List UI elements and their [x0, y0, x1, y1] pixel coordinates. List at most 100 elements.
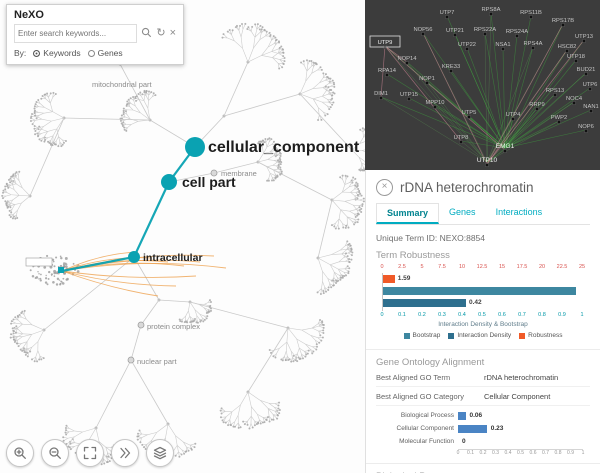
network-node[interactable] [445, 15, 449, 19]
network-node-label: BUD21 [577, 67, 596, 73]
layers-button[interactable] [146, 439, 174, 467]
alignment-section-label: Gene Ontology Alignment [376, 357, 485, 368]
network-node-label: RPS17B [552, 18, 574, 24]
axis-tick: 10 [458, 264, 466, 270]
network-node[interactable] [459, 140, 463, 144]
network-node[interactable] [553, 93, 557, 97]
network-node[interactable] [584, 129, 588, 133]
tab-summary[interactable]: Summary [376, 203, 440, 224]
network-node[interactable] [485, 163, 489, 167]
network-node[interactable] [561, 23, 565, 27]
refresh-icon[interactable]: ↻ [156, 27, 166, 39]
axis-tick: 25 [578, 264, 586, 270]
network-node[interactable] [584, 72, 588, 76]
tab-genes[interactable]: Genes [449, 207, 476, 217]
network-node[interactable] [503, 149, 507, 153]
network-node[interactable] [453, 33, 457, 37]
network-node-label: RPS22A [474, 27, 496, 33]
zoom-in-button[interactable] [6, 439, 34, 467]
network-node[interactable] [511, 117, 515, 121]
tree-node[interactable] [185, 137, 205, 157]
tree-label: protein complex [147, 322, 200, 331]
network-node[interactable] [449, 69, 453, 73]
alignment-row-value: rDNA heterochromatin [484, 373, 559, 382]
network-node-label: NOP56 [413, 27, 432, 33]
network-node[interactable] [582, 39, 586, 43]
bar [382, 275, 395, 283]
tree-label: intracellular [143, 252, 203, 264]
term-id-label: Unique Term ID: [376, 233, 438, 243]
network-node[interactable] [589, 109, 593, 113]
axis-tick: 0.5 [478, 312, 486, 318]
network-node[interactable] [574, 59, 578, 63]
network-node[interactable] [588, 87, 592, 91]
network-node[interactable] [515, 34, 519, 38]
network-node[interactable] [483, 32, 487, 36]
network-node-label: RPS4A [523, 41, 542, 47]
network-node[interactable] [421, 32, 425, 36]
axis-tick: 0.8 [538, 312, 546, 318]
tree-node[interactable] [210, 169, 218, 177]
bar-row: 0.42 [376, 298, 590, 309]
network-node-label: UTP18 [567, 54, 585, 60]
axis-tick: 0.7 [518, 312, 526, 318]
axis-tick: 0 [456, 450, 460, 456]
network-node[interactable] [379, 96, 383, 100]
axis-tick: 0.2 [418, 312, 426, 318]
network-node-label: UTP9 [378, 40, 393, 46]
search-icon[interactable] [141, 27, 152, 41]
alignment-row-value: Cellular Component [484, 392, 551, 401]
zoom-out-button[interactable] [41, 439, 69, 467]
alignment-table: Best Aligned GO Term rDNA heterochromati… [376, 368, 590, 406]
radio-keywords[interactable]: Keywords [33, 48, 81, 58]
network-node[interactable] [501, 47, 505, 51]
network-node-label: NOP6 [578, 124, 594, 130]
network-node[interactable] [572, 101, 576, 105]
network-node[interactable] [433, 105, 437, 109]
axis-line [458, 449, 583, 450]
network-node-label: PWP2 [551, 115, 567, 121]
collapse-branches-button[interactable] [111, 439, 139, 467]
network-node[interactable] [405, 61, 409, 65]
selected-lineage-path [61, 146, 196, 273]
detail-tabs: Summary Genes Interactions [376, 203, 590, 225]
fit-to-screen-button[interactable] [76, 439, 104, 467]
axis-tick: 0.6 [498, 312, 506, 318]
selected-term-node[interactable] [58, 267, 64, 273]
network-node-label: NAN1 [583, 104, 598, 110]
search-input[interactable] [14, 24, 138, 43]
network-node[interactable] [465, 47, 469, 51]
axis-tick: 17.5 [516, 264, 528, 270]
network-node[interactable] [529, 15, 533, 19]
network-node[interactable] [565, 49, 569, 53]
network-node[interactable] [407, 97, 411, 101]
network-node[interactable] [531, 46, 535, 50]
bar-label: 0.06 [469, 412, 483, 419]
ontology-tree-canvas[interactable]: mitochondrial partcellular_componentcell… [0, 0, 378, 473]
clear-icon[interactable]: × [169, 27, 176, 39]
network-node[interactable] [467, 115, 471, 119]
network-node[interactable] [557, 120, 561, 124]
tree-node[interactable] [137, 321, 145, 329]
network-node[interactable] [385, 73, 389, 77]
network-node[interactable] [489, 12, 493, 16]
bar-label: 0.23 [490, 425, 504, 432]
network-node[interactable] [425, 81, 429, 85]
network-node[interactable] [535, 107, 539, 111]
tree-node[interactable] [161, 174, 177, 190]
term-detail-panel[interactable]: × rDNA heterochromatin Summary Genes Int… [365, 170, 600, 473]
tree-node[interactable] [127, 356, 135, 364]
tree-node[interactable] [128, 251, 140, 263]
close-icon[interactable]: × [376, 179, 393, 196]
radio-genes[interactable]: Genes [87, 48, 123, 58]
network-node-label: UTP13 [575, 34, 593, 40]
network-node-label: MPP10 [425, 100, 444, 106]
legend-item: Bootstrap [403, 332, 440, 339]
tab-interactions[interactable]: Interactions [495, 207, 543, 217]
